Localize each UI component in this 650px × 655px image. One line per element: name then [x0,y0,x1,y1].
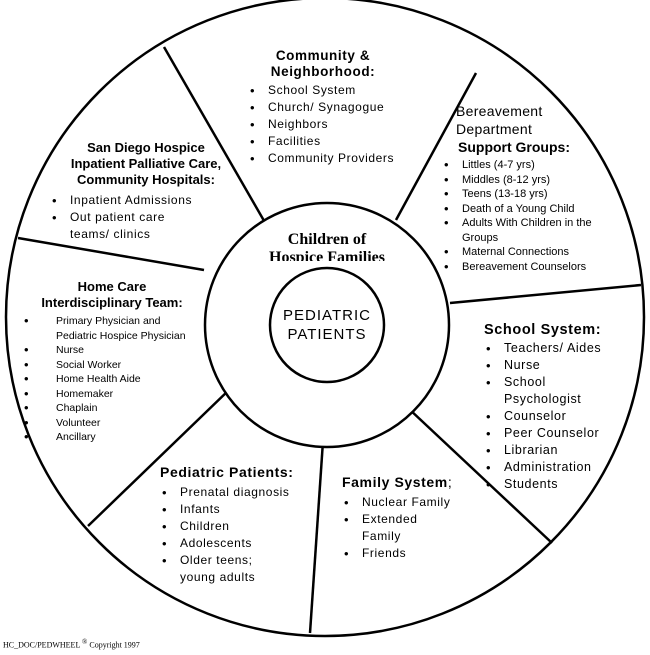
list-item: Administration [484,459,644,476]
bereavement-department: Bereavement Department [456,103,543,137]
list-item: Littles (4-7 yrs) [442,158,622,173]
list-item: Adolescents [160,535,320,552]
list-item: Church/ Synagogue [248,99,428,116]
core-label: PEDIATRIC PATIENTS [283,307,371,343]
hub-title: Children of Hospice Families [269,231,385,261]
homecare-list: Primary Physician and Pediatric Hospice … [22,314,202,445]
community-heading: Community & Neighborhood: [270,48,376,79]
list-item: Prenatal diagnosis [160,484,320,501]
sandiego-list: Inpatient Admissions Out patient care te… [46,192,246,243]
list-item: Volunteer [22,416,202,431]
list-item: Students [484,476,644,493]
list-item: Peer Counselor [484,425,644,442]
list-item: Older teens; young adults [160,552,280,586]
list-item: Homemaker [22,387,202,402]
spoke [407,407,553,544]
school-heading: School System: [484,322,602,338]
list-item: Counselor [484,408,644,425]
list-item: Neighbors [248,116,428,133]
list-item: Teens (13-18 yrs) [442,187,622,202]
homecare-heading: Home Care Interdisciplinary Team: [41,279,183,310]
segment-community: Community & Neighborhood: School System … [248,48,428,167]
segment-sandiego: San Diego Hospice Inpatient Palliative C… [46,140,246,243]
list-item: Death of a Young Child [442,202,622,217]
list-item: School Psychologist [484,374,599,408]
list-item: Friends [342,545,492,562]
segment-school: School System: Teachers/ Aides Nurse Sch… [484,322,644,493]
list-item: Extended Family [342,511,442,545]
list-item: Bereavement Counselors [442,260,622,275]
list-item: Maternal Connections [442,245,622,260]
spoke [87,387,232,527]
segment-family: Family System; Nuclear Family Extended F… [342,474,492,562]
pediatric-list: Prenatal diagnosis Infants Children Adol… [160,484,320,586]
list-item: Out patient care teams/ clinics [50,209,200,243]
family-list: Nuclear Family Extended Family Friends [342,494,492,562]
core-circle [268,266,386,384]
bereavement-list: Littles (4-7 yrs) Middles (8-12 yrs) Tee… [442,158,622,274]
list-item: Ancillary [22,430,202,445]
list-item: Librarian [484,442,644,459]
list-item: Social Worker [22,358,202,373]
list-item: Home Health Aide [22,372,202,387]
list-item: Teachers/ Aides [484,340,644,357]
list-item: Adults With Children in the Groups [442,216,612,245]
list-item: Facilities [248,133,428,150]
spoke [17,236,205,272]
pediatric-heading: Pediatric Patients: [160,464,294,480]
spoke [162,46,269,227]
list-item: Middles (8-12 yrs) [442,173,622,188]
list-item: Primary Physician and Pediatric Hospice … [22,314,196,343]
list-item: Nuclear Family [342,494,492,511]
list-item: Children [160,518,320,535]
segment-pediatric: Pediatric Patients: Prenatal diagnosis I… [160,464,320,586]
list-item: Chaplain [22,401,202,416]
community-list: School System Church/ Synagogue Neighbor… [248,82,428,167]
family-heading: Family System; [342,474,453,490]
list-item: Community Providers [248,150,428,167]
segment-homecare: Home Care Interdisciplinary Team: Primar… [22,279,202,445]
school-list: Teachers/ Aides Nurse School Psychologis… [484,340,644,493]
outer-ring [4,0,646,638]
sandiego-heading: San Diego Hospice Inpatient Palliative C… [70,140,222,187]
list-item: Nurse [484,357,644,374]
spoke [394,72,478,221]
list-item: Infants [160,501,320,518]
list-item: Inpatient Admissions [50,192,246,209]
bereavement-heading: Support Groups: [458,139,570,155]
spoke [449,283,642,305]
list-item: School System [248,82,428,99]
segment-bereavement: Bereavement Department Support Groups: L… [442,102,627,274]
footer-copyright: HC_DOC/PEDWHEEL ® Copyright 1997 [3,638,140,650]
list-item: Nurse [22,343,202,358]
